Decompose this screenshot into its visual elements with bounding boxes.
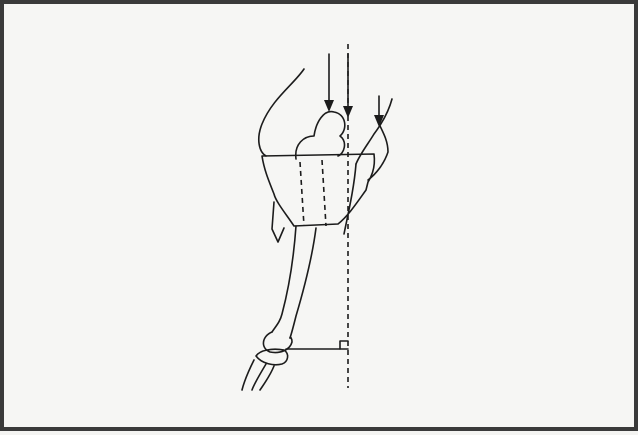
right-angle-marker: [340, 341, 348, 349]
load-arrow-femur-head: [324, 100, 334, 112]
knee-alignment-diagram: [4, 4, 638, 435]
femoral-knob-outline: [296, 112, 345, 159]
plateau-dashed-right: [322, 160, 326, 226]
tibia-plateau-outline: [262, 154, 374, 226]
femur-outline: [259, 69, 304, 156]
load-arrow-center-head: [343, 106, 353, 118]
toe-line-mid: [252, 364, 266, 390]
tibia-shaft-left: [272, 226, 296, 332]
plateau-dashed-left: [300, 162, 304, 226]
patella-inner-outline: [368, 126, 388, 180]
toe-line-left: [242, 360, 254, 390]
lateral-contour-outline: [344, 164, 356, 234]
